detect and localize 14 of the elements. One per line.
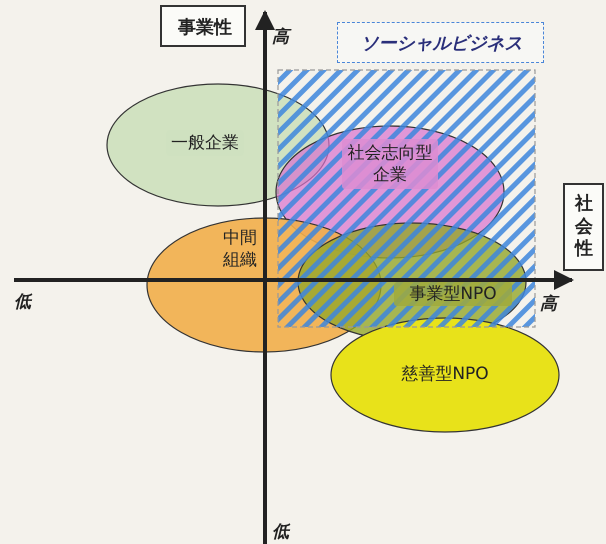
category-label-box <box>337 22 544 63</box>
axis-title-box <box>160 5 246 47</box>
category-label: ソーシャルビジネス <box>360 32 524 56</box>
axis-title-box <box>563 183 604 271</box>
axis-title: 事業性 <box>177 16 233 40</box>
organization-label: 事業型NPO <box>394 282 512 306</box>
axis-end-label: 低 <box>272 521 289 543</box>
axis-end-label: 高 <box>272 25 289 48</box>
axis-title: 社会性 <box>575 193 593 260</box>
axis-end-label: 高 <box>540 292 557 315</box>
organization-label: 中間組織 <box>222 226 258 272</box>
axis-end-label: 低 <box>14 291 31 313</box>
organization-label: 社会志向型企業 <box>342 139 438 189</box>
organization-label: 慈善型NPO <box>400 362 490 386</box>
